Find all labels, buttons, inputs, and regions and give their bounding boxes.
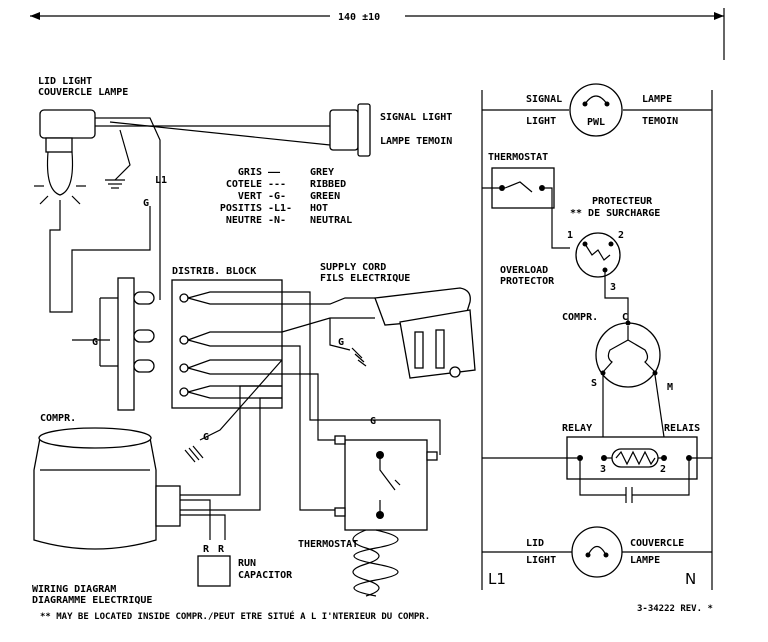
supply-cord-plug: [374, 287, 476, 379]
signal-light: [329, 103, 371, 157]
color-legend: GRIS —— GREY COTELE --- RIBBED VERT -G- …: [220, 167, 352, 226]
lid-light-lamp: [34, 109, 110, 210]
protecteur-label: PROTECTEUR: [592, 196, 653, 207]
overload-label: OVERLOAD: [500, 265, 548, 276]
pwl-label: PWL: [587, 117, 605, 128]
legend-fr: VERT: [238, 191, 262, 202]
thermostat-right: [482, 167, 570, 249]
schematic-frame: [481, 90, 713, 590]
lampe-temoin-label: LAMPE TEMOIN: [380, 136, 452, 147]
relay-label: RELAY: [562, 423, 592, 434]
g-mark-2: G: [92, 337, 98, 348]
lid-label: LID: [526, 538, 544, 549]
footer-note: ** MAY BE LOCATED INSIDE COMPR./PEUT ETR…: [40, 610, 430, 622]
lid-light-label-right: LIGHT: [526, 555, 556, 566]
distribution-block: [171, 279, 283, 409]
term-2-label: 2: [618, 230, 624, 241]
r-mark: R: [203, 544, 210, 555]
legend-sym: ——: [268, 167, 281, 178]
compressor-left: [33, 427, 181, 550]
signal-light-label: SIGNAL LIGHT: [380, 112, 452, 123]
thermostat-label-right: THERMOSTAT: [488, 152, 548, 163]
l1-mark: L1: [155, 175, 167, 186]
n-rail-label: N: [685, 570, 696, 588]
legend-en: RIBBED: [310, 179, 346, 190]
lid-light-label-fr: COUVERCLE LAMPE: [38, 87, 128, 98]
legend-en: NEUTRAL: [310, 215, 352, 226]
m-label: M: [667, 382, 673, 393]
dimension-label: 140 ±10: [338, 12, 380, 23]
legend-sym: -L1-: [268, 203, 292, 214]
r-mark-2: R: [218, 544, 225, 555]
overload-protector: [575, 232, 621, 278]
term-1-label: 1: [567, 230, 573, 241]
compr-label-left: COMPR.: [40, 413, 76, 424]
legend-en: GREY: [310, 167, 334, 178]
thermostat-left: [334, 435, 438, 597]
legend-fr: POSITIS: [220, 203, 262, 214]
g-mark-3: G: [338, 337, 344, 348]
thermostat-label-left: THERMOSTAT: [298, 539, 358, 550]
s-label: S: [591, 378, 597, 389]
de-surcharge-label: ** DE SURCHARGE: [570, 208, 660, 219]
temoin-label: TEMOIN: [642, 116, 678, 127]
term-3-label: 3: [610, 282, 616, 293]
relais-label: RELAIS: [664, 423, 700, 434]
run-capacitor-symbol: [579, 458, 690, 503]
compr-label-right: COMPR.: [562, 312, 598, 323]
relay-term-2: 2: [660, 464, 666, 475]
relay: [566, 436, 698, 480]
distrib-block-label: DISTRIB. BLOCK: [172, 266, 256, 277]
lid-light-label: LID LIGHT: [38, 76, 92, 87]
terminal-connector: [99, 277, 155, 411]
legend-sym: -N-: [268, 215, 286, 226]
wiring-diagram-title: WIRING DIAGRAM: [32, 584, 116, 595]
c-label: C: [622, 312, 628, 323]
l1-rail-label: L1: [488, 570, 506, 588]
overload-label-2: PROTECTOR: [500, 276, 555, 287]
g-mark-4: G: [203, 432, 209, 443]
legend-fr: GRIS: [238, 167, 262, 178]
supply-cord-label: SUPPLY CORD: [320, 262, 386, 273]
relay-term-3: 3: [600, 464, 606, 475]
reference-number: 3-34222 REV. *: [637, 604, 713, 614]
g-mark-5: G: [370, 416, 376, 427]
signal-pwl-symbol: [482, 83, 712, 137]
legend-fr: COTELE: [226, 179, 262, 190]
compressor-motor: [595, 320, 661, 388]
run-capacitor-label: RUN: [238, 558, 256, 569]
supply-cord-label-fr: FILS ELECTRIQUE: [320, 273, 410, 284]
run-capacitor-label-2: CAPACITOR: [238, 570, 293, 581]
legend-fr: NEUTRE: [226, 215, 262, 226]
signal-label: SIGNAL: [526, 94, 562, 105]
lid-light-symbol: [482, 526, 712, 578]
dimension-line: 140 ±10: [30, 8, 725, 60]
couvercle-lampe-label: LAMPE: [630, 555, 660, 566]
legend-sym: -G-: [268, 191, 286, 202]
legend-en: HOT: [310, 203, 328, 214]
run-capacitor: [197, 555, 231, 587]
legend-sym: ---: [268, 179, 286, 190]
lampe-label: LAMPE: [642, 94, 672, 105]
wiring-diagram-title-fr: DIAGRAMME ELECTRIQUE: [32, 595, 152, 606]
couvercle-label: COUVERCLE: [630, 538, 684, 549]
g-mark-1: G: [143, 198, 149, 209]
light-label: LIGHT: [526, 116, 556, 127]
legend-en: GREEN: [310, 191, 340, 202]
